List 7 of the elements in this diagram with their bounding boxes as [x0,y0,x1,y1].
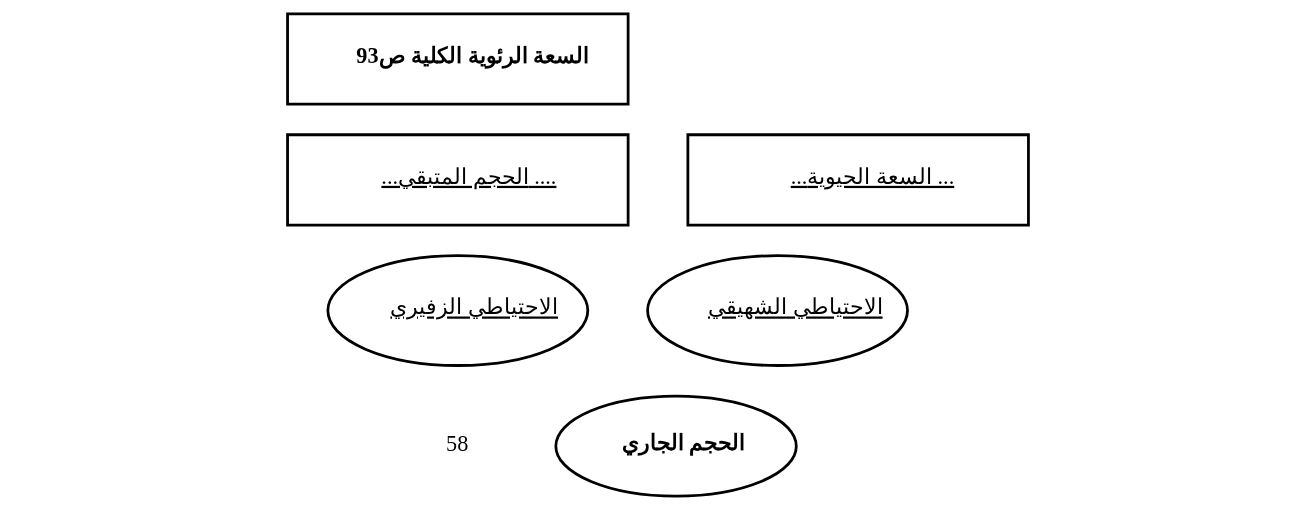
node-ellipse: الاحتياطي الشهيقي [645,254,909,367]
label: 58 [445,431,468,457]
node-ellipse: الاحتياطي الزفيري [326,254,589,367]
node-ellipse: الحجم الجاري [553,394,798,498]
node-box: ...السعة الحيوية ... [686,133,1030,227]
node-box: السعة الرئوية الكلية ص93 [285,12,629,106]
node-box: ...الحجم المتبقي .... [285,133,629,227]
